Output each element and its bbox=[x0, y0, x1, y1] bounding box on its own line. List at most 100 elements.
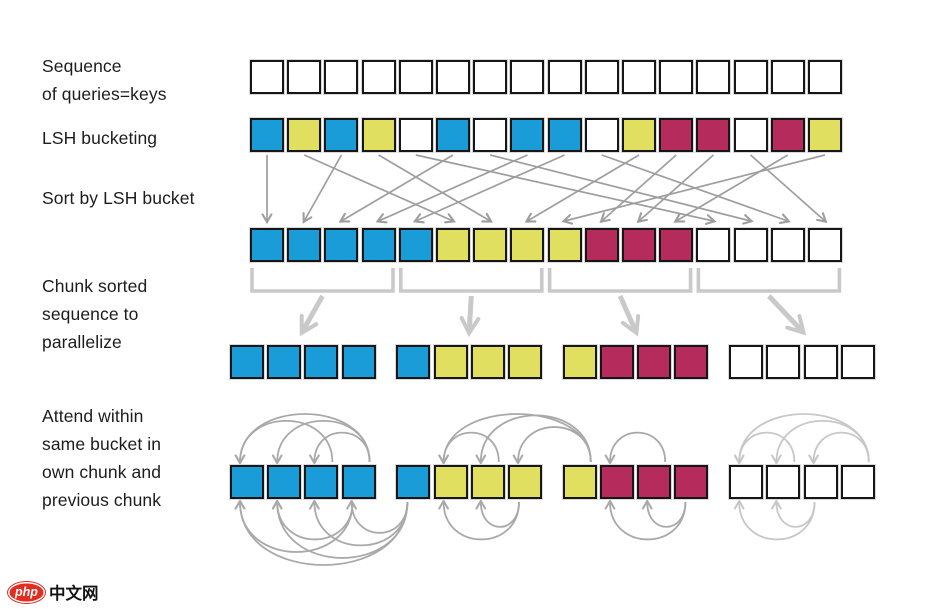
php-logo-icon: php bbox=[8, 581, 45, 603]
cell-blue bbox=[287, 228, 322, 262]
cell-blue bbox=[341, 345, 376, 379]
cell-red bbox=[659, 228, 694, 262]
cell-blue bbox=[230, 345, 264, 379]
chunk-arrow bbox=[459, 295, 481, 338]
cell-blue bbox=[510, 118, 545, 152]
cell-yellow bbox=[808, 118, 842, 152]
attention-arc-above bbox=[309, 431, 371, 466]
cell-white bbox=[473, 118, 508, 152]
attention-arc-below bbox=[271, 498, 354, 541]
cell-white bbox=[250, 60, 284, 94]
attention-arc-below bbox=[641, 498, 687, 528]
cell-white bbox=[659, 60, 694, 94]
attention-arc-below bbox=[438, 498, 520, 541]
cell-yellow bbox=[508, 465, 542, 499]
cell-yellow bbox=[361, 118, 396, 152]
cell-white bbox=[733, 228, 768, 262]
attention-arc-above bbox=[475, 414, 592, 466]
cell-blue bbox=[267, 345, 302, 379]
cell-white bbox=[696, 60, 731, 94]
cell-blue bbox=[250, 118, 284, 152]
cell-blue bbox=[230, 465, 264, 499]
cell-yellow bbox=[562, 465, 597, 499]
sort-arrow bbox=[412, 154, 565, 224]
cell-white bbox=[696, 228, 731, 262]
cell-white bbox=[808, 60, 842, 94]
cell-white bbox=[803, 345, 838, 379]
attention-arc-above bbox=[512, 426, 592, 466]
cell-red bbox=[674, 345, 709, 379]
cell-red bbox=[584, 228, 619, 262]
attention-arc-below bbox=[234, 498, 409, 566]
cell-blue bbox=[547, 118, 582, 152]
attention-arc-below bbox=[309, 498, 409, 547]
cell-white bbox=[733, 118, 768, 152]
cell-blue bbox=[436, 118, 470, 152]
chunk-arrow bbox=[299, 294, 325, 337]
cell-white bbox=[729, 345, 764, 379]
cell-yellow bbox=[508, 345, 542, 379]
attention-arc-below bbox=[604, 498, 687, 541]
sort-arrow bbox=[636, 154, 714, 224]
cell-blue bbox=[304, 345, 339, 379]
cell-red bbox=[600, 345, 634, 379]
cell-red bbox=[622, 228, 656, 262]
cell-blue bbox=[267, 465, 302, 499]
cell-blue bbox=[398, 228, 433, 262]
cell-white bbox=[473, 60, 508, 94]
cell-white bbox=[808, 228, 842, 262]
chunk-bracket bbox=[250, 268, 395, 293]
cell-white bbox=[324, 60, 359, 94]
sort-arrow bbox=[302, 154, 343, 224]
cell-yellow bbox=[562, 345, 597, 379]
cell-yellow bbox=[433, 345, 468, 379]
cell-red bbox=[637, 345, 672, 379]
cell-white bbox=[770, 60, 805, 94]
cell-red bbox=[770, 118, 805, 152]
sort-arrow bbox=[750, 154, 828, 224]
sort-arrow bbox=[489, 154, 754, 225]
attention-arc-above bbox=[438, 413, 592, 466]
attention-arc-below bbox=[346, 498, 409, 534]
cell-white bbox=[398, 118, 433, 152]
cell-yellow bbox=[470, 345, 505, 379]
sort-arrow bbox=[601, 154, 791, 224]
attention-arc-below bbox=[733, 498, 816, 541]
cell-red bbox=[600, 465, 634, 499]
cell-white bbox=[766, 465, 801, 499]
cell-blue bbox=[324, 228, 359, 262]
attention-arc-above bbox=[234, 413, 371, 466]
cell-yellow bbox=[473, 228, 508, 262]
label-chunk-sorted: Chunk sorted sequence to parallelize bbox=[42, 276, 148, 352]
sort-arrow bbox=[561, 154, 826, 225]
chunk-arrow bbox=[767, 294, 807, 336]
cell-blue bbox=[361, 228, 396, 262]
attention-arc-above bbox=[234, 420, 334, 466]
cell-blue bbox=[304, 465, 339, 499]
attention-arc-above bbox=[808, 431, 870, 466]
chunk-bracket bbox=[696, 268, 842, 293]
watermark-text: 中文网 bbox=[49, 585, 99, 603]
cell-blue bbox=[396, 345, 431, 379]
cell-white bbox=[584, 118, 619, 152]
attention-arc-above bbox=[733, 431, 796, 466]
cell-white bbox=[840, 465, 875, 499]
sort-arrow bbox=[524, 154, 640, 223]
sort-arrow bbox=[375, 154, 528, 224]
attention-arc-above bbox=[733, 413, 870, 466]
label-sequence-of-queries: Sequence of queries=keys bbox=[42, 56, 167, 104]
label-lsh-bucketing: LSH bucketing bbox=[42, 128, 158, 148]
sort-arrow bbox=[599, 154, 677, 224]
cell-white bbox=[733, 60, 768, 94]
label-sort-by-lsh-bucket: Sort by LSH bucket bbox=[42, 188, 195, 208]
cell-white bbox=[436, 60, 470, 94]
attention-arc-above bbox=[604, 431, 667, 466]
cell-white bbox=[398, 60, 433, 94]
cell-white bbox=[584, 60, 619, 94]
cell-yellow bbox=[547, 228, 582, 262]
cell-yellow bbox=[510, 228, 545, 262]
cell-yellow bbox=[622, 118, 656, 152]
cell-blue bbox=[341, 465, 376, 499]
cell-white bbox=[770, 228, 805, 262]
